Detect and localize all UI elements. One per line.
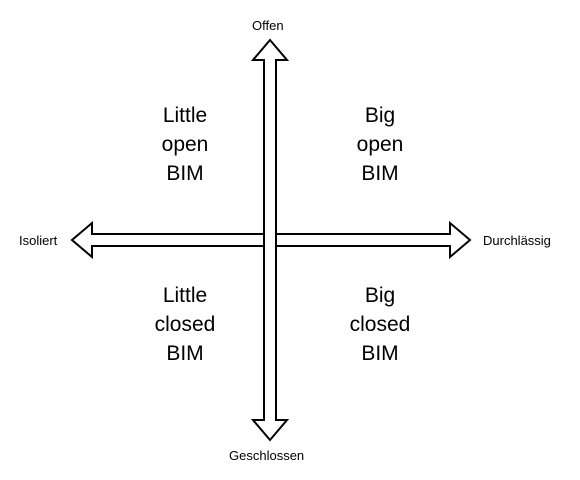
axis-label-left: Isoliert — [19, 233, 58, 248]
quadrant-line: closed — [349, 313, 411, 336]
quadrant-little-closed-bim: Little closed BIM — [125, 281, 245, 368]
quadrant-line: Little — [162, 284, 208, 307]
quadrant-line: Big — [364, 284, 396, 307]
quadrant-line: Big — [364, 104, 396, 127]
quadrant-line: BIM — [361, 162, 399, 185]
quadrant-line: Little — [162, 104, 208, 127]
quadrant-line: open — [161, 133, 209, 156]
vertical-double-arrow — [250, 38, 290, 442]
quadrant-line: BIM — [166, 162, 204, 185]
axis-label-bottom: Geschlossen — [229, 448, 305, 463]
quadrant-big-open-bim: Big open BIM — [320, 101, 440, 188]
axis-label-right: Durchlässig — [483, 233, 551, 248]
quadrant-line: closed — [154, 313, 216, 336]
quadrant-line: BIM — [166, 342, 204, 365]
quadrant-line: open — [356, 133, 404, 156]
quadrant-line: BIM — [361, 342, 399, 365]
axis-label-top: Offen — [252, 18, 284, 33]
quadrant-little-open-bim: Little open BIM — [125, 101, 245, 188]
quadrant-big-closed-bim: Big closed BIM — [320, 281, 440, 368]
